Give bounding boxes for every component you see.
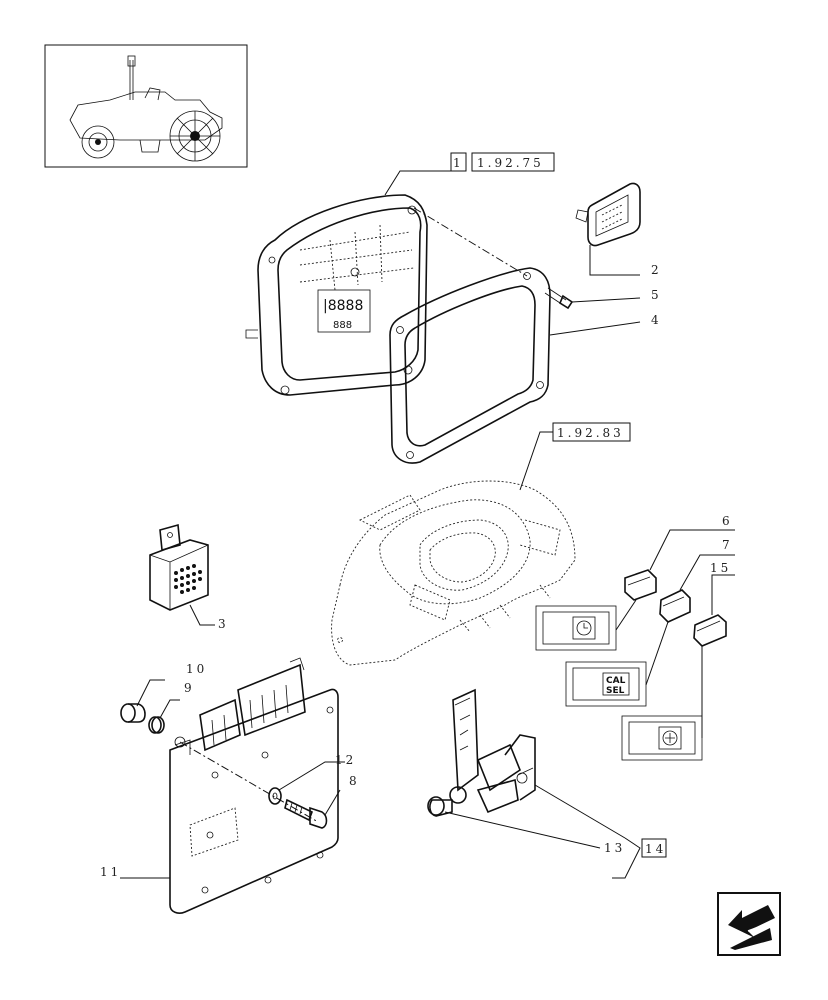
nut-10 <box>120 679 165 723</box>
screw-8 <box>284 789 341 829</box>
leader-4 <box>549 321 641 336</box>
assembly-line-1 <box>413 207 528 277</box>
callout-11: 11 <box>100 865 121 879</box>
ref-1-92-75[interactable]: 1 1.92.75 <box>384 152 555 196</box>
ref-box-1: 1 <box>453 156 464 170</box>
callout-2: 2 <box>651 263 662 277</box>
callout-9: 9 <box>184 681 195 695</box>
ref-1-92-83[interactable]: 1.92.83 <box>519 422 631 491</box>
callout-12: 12 <box>335 753 356 767</box>
assembly-line-2 <box>179 741 319 823</box>
callout-3: 3 <box>218 617 229 631</box>
bezel <box>389 267 641 464</box>
switch-7: CAL SEL <box>565 554 735 707</box>
callout-8: 8 <box>349 774 360 788</box>
switch-6 <box>535 529 735 651</box>
svg-text:|8888: |8888 <box>323 298 363 314</box>
ref-14[interactable]: 14 <box>612 837 667 879</box>
callout-4: 4 <box>651 313 662 327</box>
buzzer-3 <box>149 523 215 626</box>
svg-text:888: 888 <box>333 320 352 331</box>
ref-box-14: 14 <box>645 842 666 856</box>
warning-lamp-2 <box>575 182 641 276</box>
switch-15 <box>621 574 735 761</box>
tractor-thumbnail <box>44 44 248 168</box>
callout-5: 5 <box>651 288 662 302</box>
washer-9 <box>148 699 180 734</box>
dashboard-housing <box>331 480 576 666</box>
control-unit-11 <box>120 657 339 914</box>
back-arrow-icon[interactable] <box>717 892 781 956</box>
bracket-13 <box>427 688 626 849</box>
callout-labels: 2 5 4 3 6 7 15 10 9 12 8 11 13 <box>100 263 733 879</box>
callout-7: 7 <box>722 538 733 552</box>
ref-box-1-92-75: 1.92.75 <box>477 156 544 170</box>
switch-label-cal: CAL <box>606 676 626 686</box>
callout-13: 13 <box>604 841 625 855</box>
washer-12 <box>268 761 345 805</box>
callout-10: 10 <box>186 662 207 676</box>
callout-15: 15 <box>710 561 731 575</box>
ref-box-1-92-83: 1.92.83 <box>557 426 624 440</box>
switch-label-sel: SEL <box>606 686 625 696</box>
screw-5 <box>544 287 641 310</box>
callout-6: 6 <box>722 514 733 528</box>
instrument-cluster: |8888 888 <box>245 194 428 396</box>
